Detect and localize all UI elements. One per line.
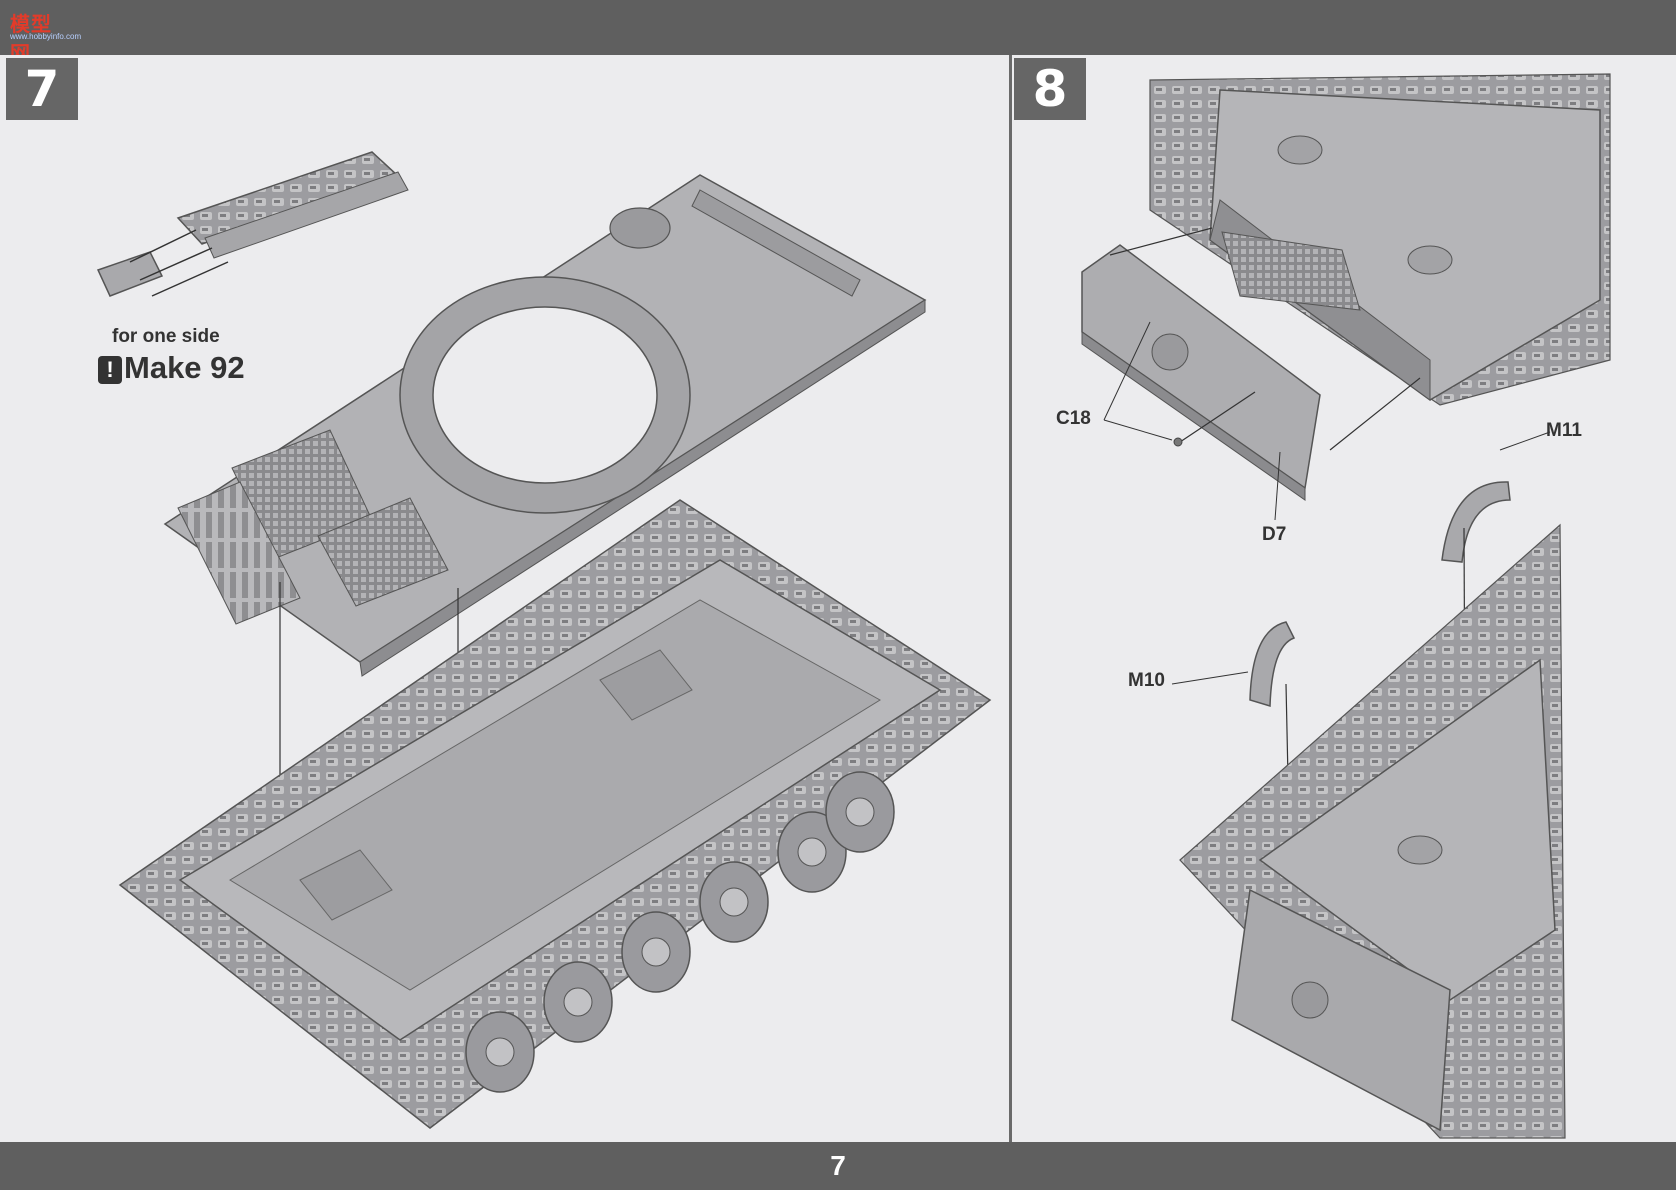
step-8-badge: 8 [1014,58,1086,120]
part-label-d7: D7 [1262,524,1287,545]
top-band [0,0,1676,55]
panel-divider [1009,55,1012,1142]
part-label-m11: M11 [1546,420,1582,441]
make-count: Make 92 [124,350,245,385]
bottom-band [0,1142,1676,1190]
lower-hull [118,499,992,1129]
track-links-assembly [96,151,409,297]
part-label-m10: M10 [1128,670,1165,691]
part-m10-fender [1249,621,1296,707]
part-label-c18: C18 [1056,408,1091,429]
part-m11-fender [1441,481,1511,563]
part-d7-plate [1081,244,1321,501]
rear-hull-lower [1179,523,1566,1139]
make-quantity-label: !Make 92 [98,348,245,388]
for-one-side-note: for one side [112,326,220,347]
hull-top-plate [163,174,927,677]
logo-url: www.hobbyinfo.com [10,32,82,41]
rear-hull-upper [1149,73,1611,406]
step-7-badge: 7 [6,58,78,120]
exclamation-icon: ! [98,355,122,384]
page-number: 7 [830,1150,846,1181]
